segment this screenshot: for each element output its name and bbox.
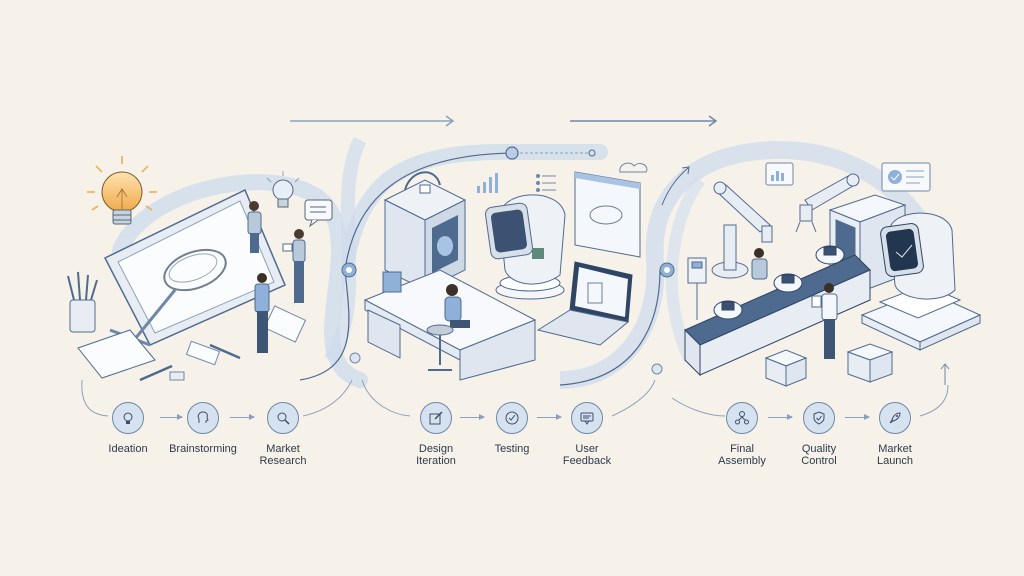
person-standing-1 [247, 201, 262, 253]
step-label: Ideation [108, 443, 148, 455]
step-label: Final [730, 443, 754, 455]
step-label: Market [878, 443, 912, 455]
step-label: Testing [494, 443, 530, 455]
bar-chart-icon [477, 173, 498, 193]
step-market-research: Market Research [228, 402, 338, 467]
step-testing: Testing [457, 402, 567, 455]
lightbulb-icon [112, 402, 144, 434]
step-label-line2: Feedback [562, 455, 612, 467]
step-arrow [160, 414, 183, 420]
step-ideation: Ideation [73, 402, 183, 455]
drafting-tablet [103, 188, 286, 347]
lightbulb-small [266, 171, 300, 208]
step-label-line2: Launch [876, 455, 914, 467]
edit-pencil-icon [420, 402, 452, 434]
step-label-line2: Control [801, 455, 837, 467]
robot-arm-left [711, 181, 773, 279]
worker-2 [811, 283, 838, 359]
node-right [659, 262, 675, 278]
step-arrow [768, 414, 793, 420]
rocket-icon [879, 402, 911, 434]
laptop [536, 261, 633, 346]
person-standing-3 [254, 273, 270, 353]
check-circle-icon [496, 402, 528, 434]
step-arrow [460, 414, 485, 420]
shipping-box-1 [764, 349, 808, 387]
notebook [77, 329, 156, 379]
brain-head-icon [187, 402, 219, 434]
speech-bubble-icon [304, 199, 333, 228]
approval-bubble-icon [881, 162, 931, 192]
lightbulb-large [87, 156, 157, 225]
watch-on-belt [713, 245, 845, 320]
step-label-line2: Research [259, 455, 307, 467]
top-left-arrow [290, 115, 455, 127]
step-label: Design [418, 443, 454, 455]
pencil-cup [67, 271, 98, 333]
analytics-bubble-icon [765, 162, 794, 186]
step-brainstorming: Brainstorming [148, 402, 258, 455]
step-label: Quality [801, 443, 837, 455]
step-label-line2: Assembly [718, 455, 766, 467]
node-left [341, 262, 357, 278]
person-standing-2 [282, 229, 306, 303]
team-nodes-icon [726, 402, 758, 434]
smartwatch-prototype [484, 194, 566, 300]
floating-screen [574, 171, 641, 258]
step-label-line2: Iteration [416, 455, 456, 467]
step-label: Brainstorming [169, 443, 237, 455]
list-icon [536, 174, 556, 192]
step-arrow [537, 414, 562, 420]
shipping-box-2 [846, 343, 894, 383]
control-panel [687, 257, 707, 320]
scene-prototyping [363, 162, 648, 381]
step-design-iteration: Design Iteration [381, 402, 491, 467]
step-final-assembly: Final Assembly [687, 402, 797, 467]
step-arrow [845, 414, 870, 420]
cloud-icon [619, 162, 648, 173]
robot-arm-right [795, 173, 860, 233]
step-arrow [230, 414, 255, 420]
step-label: Market [266, 443, 300, 455]
step-quality-control: Quality Control [764, 402, 874, 467]
finished-smartwatch [880, 212, 956, 300]
step-user-feedback: User Feedback [532, 402, 642, 467]
magnifier-icon [267, 402, 299, 434]
shield-check-icon [803, 402, 835, 434]
step-market-launch: Market Launch [840, 402, 950, 467]
3d-printer [383, 171, 467, 291]
engineer-seated [426, 284, 470, 371]
worker-1 [751, 248, 768, 280]
scene-concept [67, 156, 333, 382]
chat-bubble-icon [571, 402, 603, 434]
top-right-arrow [570, 115, 718, 127]
step-label: User [575, 443, 599, 455]
scene-production [661, 162, 982, 387]
